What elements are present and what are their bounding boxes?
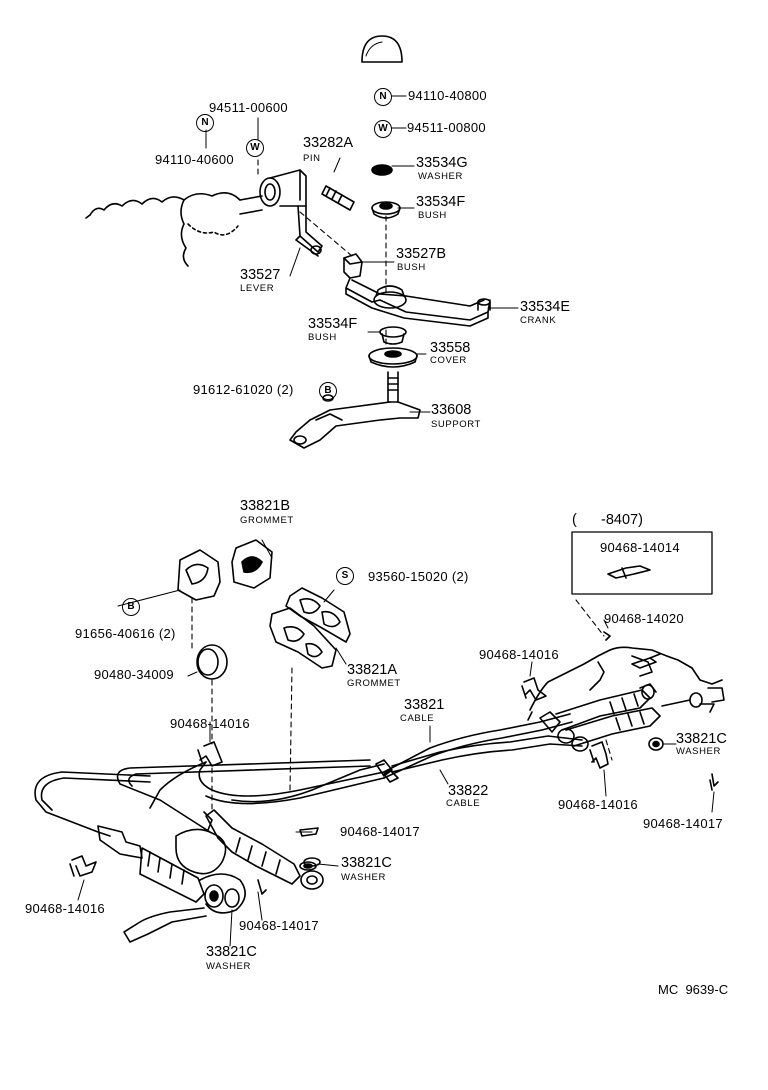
label-90468-14017-center: 90468-14017 bbox=[340, 824, 420, 839]
clip-90468-14016-lower-left bbox=[69, 855, 97, 877]
shift-knob bbox=[361, 35, 403, 63]
label-33558: 33558 bbox=[430, 340, 471, 356]
label-33821C-center: 33821C bbox=[341, 855, 392, 871]
label-91612-61020: 91612-61020 (2) bbox=[193, 382, 294, 397]
support-33608 bbox=[289, 371, 421, 449]
inset-range-label: ( -8407) bbox=[572, 512, 643, 528]
crank-33534E bbox=[345, 277, 491, 327]
clip-90468-14017-right bbox=[709, 773, 719, 791]
label-33527: 33527 bbox=[240, 267, 281, 283]
label-33527-desc: LEVER bbox=[240, 283, 275, 294]
alignment-lines-lower bbox=[191, 597, 613, 813]
grommet-left bbox=[177, 549, 221, 601]
label-94511-00600: 94511-00600 bbox=[209, 100, 288, 115]
label-33534F-low-desc: BUSH bbox=[308, 332, 337, 343]
grommet-33821A bbox=[269, 587, 351, 669]
bush-33527B bbox=[343, 253, 363, 279]
label-33822: 33822 bbox=[448, 783, 489, 799]
bush-33534F-low bbox=[379, 326, 407, 345]
symbol-w-right: W bbox=[374, 120, 392, 138]
label-91656-40616: 91656-40616 (2) bbox=[75, 626, 176, 641]
shift-lever-33527 bbox=[259, 169, 323, 257]
label-33534F-top-desc: BUSH bbox=[418, 210, 447, 221]
label-33821A: 33821A bbox=[347, 662, 397, 678]
symbol-b-grommet: B bbox=[122, 598, 140, 616]
label-93560-15020: 93560-15020 (2) bbox=[368, 569, 469, 584]
label-90468-14016-right-upper: 90468-14016 bbox=[479, 647, 559, 662]
washer-33534G bbox=[371, 164, 393, 176]
label-33821B-desc: GROMMET bbox=[240, 515, 294, 526]
clip-90468-14016-right-lower bbox=[589, 741, 609, 769]
clip-90468-14017-lower bbox=[257, 879, 267, 895]
label-33821C-lower: 33821C bbox=[206, 944, 257, 960]
cable-ends-right bbox=[539, 683, 715, 752]
label-33527B: 33527B bbox=[396, 246, 446, 262]
label-90468-14020: 90468-14020 bbox=[604, 611, 684, 626]
label-90468-14016-right-lower: 90468-14016 bbox=[558, 797, 638, 812]
label-90468-14016-mid: 90468-14016 bbox=[170, 716, 250, 731]
clip-90468-14016-mid bbox=[197, 741, 223, 767]
clip-90468-14016-right-upper bbox=[521, 677, 547, 701]
symbol-n-upper: N bbox=[196, 114, 214, 132]
label-33822-desc: CABLE bbox=[446, 798, 481, 809]
transaxle-outline-right bbox=[527, 646, 725, 721]
label-33534G-desc: WASHER bbox=[418, 171, 463, 182]
label-90468-14016-lower-left: 90468-14016 bbox=[25, 901, 105, 916]
cap-90480 bbox=[196, 644, 228, 680]
label-33527B-desc: BUSH bbox=[397, 262, 426, 273]
washer-33821C-right bbox=[648, 737, 664, 751]
cable-end-right-lower bbox=[205, 809, 324, 890]
symbol-w-upper: W bbox=[246, 139, 264, 157]
cover-33558 bbox=[368, 347, 418, 368]
transmission-outline bbox=[85, 192, 263, 267]
label-33282A: 33282A bbox=[303, 135, 353, 151]
grommet-33821B bbox=[231, 539, 273, 589]
label-33821C-center-desc: WASHER bbox=[341, 872, 386, 883]
symbol-b-support: B bbox=[319, 382, 337, 400]
label-90480-34009: 90480-34009 bbox=[94, 667, 174, 682]
symbol-s-grommet: S bbox=[336, 567, 354, 585]
cable-33821 bbox=[149, 713, 573, 809]
label-33821C-lower-desc: WASHER bbox=[206, 961, 251, 972]
inset-box bbox=[571, 531, 713, 595]
pin-33282A bbox=[321, 185, 355, 211]
label-33534G: 33534G bbox=[416, 155, 468, 171]
label-33821-desc: CABLE bbox=[400, 713, 435, 724]
label-94110-40800: 94110-40800 bbox=[408, 88, 487, 103]
label-33534F-top: 33534F bbox=[416, 194, 466, 210]
label-90468-14017-lower: 90468-14017 bbox=[239, 918, 319, 933]
cable-end-left bbox=[97, 825, 240, 908]
label-33821C-right-desc: WASHER bbox=[676, 746, 721, 757]
label-33534E-desc: CRANK bbox=[520, 315, 557, 326]
label-33821C-right: 33821C bbox=[676, 731, 727, 747]
symbol-n-right: N bbox=[374, 88, 392, 106]
label-33534F-low: 33534F bbox=[308, 316, 358, 332]
label-33608: 33608 bbox=[431, 402, 472, 418]
diagram-code: MC 9639-C bbox=[658, 982, 729, 997]
label-94511-00800: 94511-00800 bbox=[407, 120, 486, 135]
label-33534E: 33534E bbox=[520, 299, 570, 315]
cable-33822 bbox=[34, 735, 583, 837]
label-33821A-desc: GROMMET bbox=[347, 678, 401, 689]
label-33558-desc: COVER bbox=[430, 355, 467, 366]
inset-part-label: 90468-14014 bbox=[600, 540, 680, 555]
cable-joint-mid bbox=[375, 759, 399, 783]
label-33821B: 33821B bbox=[240, 498, 290, 514]
label-33608-desc: SUPPORT bbox=[431, 419, 481, 430]
washer-33821C-center bbox=[303, 857, 321, 867]
label-33821: 33821 bbox=[404, 697, 445, 713]
shift-bracket-lower bbox=[123, 811, 246, 943]
clip-90468-14017-center bbox=[299, 827, 319, 837]
clip-90468-14020 bbox=[603, 631, 657, 669]
label-94110-40600: 94110-40600 bbox=[155, 152, 234, 167]
label-90468-14017-right: 90468-14017 bbox=[643, 816, 723, 831]
label-33282A-desc: PIN bbox=[303, 153, 321, 164]
